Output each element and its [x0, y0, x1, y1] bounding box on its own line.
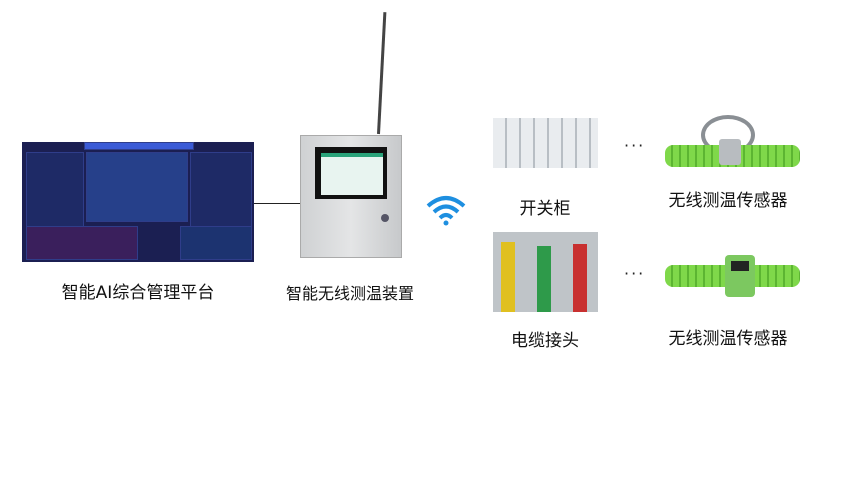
sensor-1-label: 无线测温传感器 [668, 191, 788, 211]
ellipsis: ··· [624, 136, 646, 155]
ellipsis: ··· [624, 264, 646, 283]
sensor-2-image [665, 255, 800, 300]
platform-dashboard-image [22, 142, 254, 262]
device-cabinet-image [300, 135, 402, 258]
connection-line [254, 203, 300, 204]
lock-icon [381, 214, 389, 222]
cable-joint-image [493, 232, 598, 312]
switchgear-image [493, 118, 598, 168]
antenna-icon [377, 12, 387, 135]
device-screen [315, 147, 387, 199]
wifi-icon [426, 196, 466, 226]
device-label: 智能无线测温装置 [285, 284, 415, 303]
sensor-2-label: 无线测温传感器 [668, 329, 788, 349]
sensor-1-image [665, 115, 800, 173]
switchgear-label: 开关柜 [519, 199, 571, 219]
platform-label: 智能AI综合管理平台 [61, 283, 215, 303]
cable-joint-label: 电缆接头 [511, 331, 579, 351]
